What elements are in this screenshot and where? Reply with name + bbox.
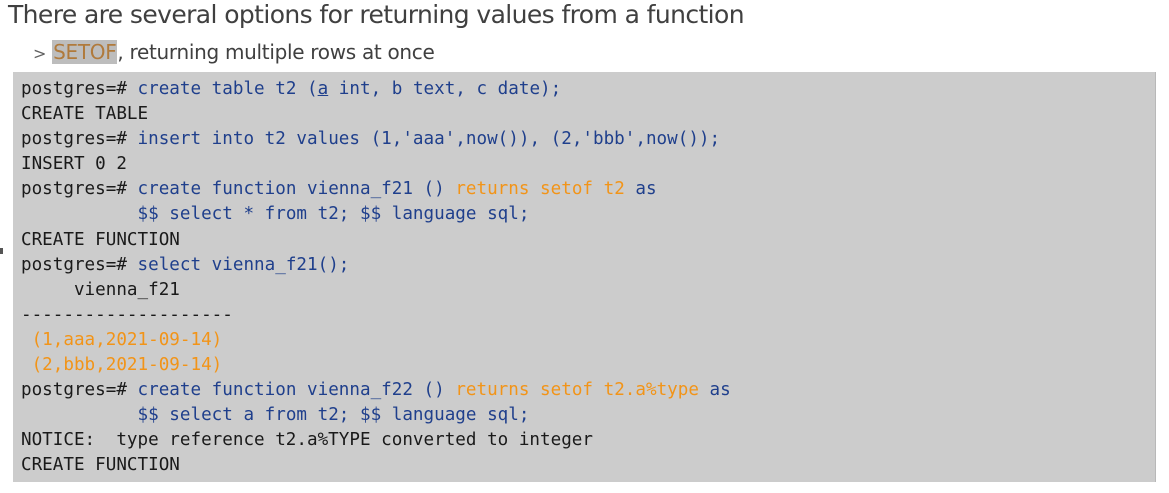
slide-title: There are several options for returning … [8,0,745,29]
code-token: -------------------- [21,304,233,325]
code-token [21,204,138,224]
code-token [21,405,138,425]
code-token: select vienna_f21(); [137,254,350,275]
bullet-item: > SETOF, returning multiple rows at once [33,40,435,64]
code-line: postgres=# insert into t2 values (1,'aaa… [21,127,1155,152]
code-line: CREATE FUNCTION [21,228,1155,253]
code-token: postgres=# [21,129,138,150]
code-line: postgres=# create function vienna_f22 ()… [21,378,1155,403]
code-token: as [698,380,731,401]
code-token: (2,bbb,2021-09-14) [21,355,223,376]
code-token: insert into t2 values (1,'aaa',now()), (… [137,129,721,150]
code-line: $$ select a from t2; $$ language sql; [21,403,1155,428]
code-token: CREATE TABLE [21,104,149,125]
code-line: postgres=# create function vienna_f21 ()… [21,177,1155,202]
bullet-text: , returning multiple rows at once [117,40,435,64]
code-line: $$ select * from t2; $$ language sql; [21,202,1155,227]
code-token: $$ select a from t2; $$ language sql; [137,405,530,426]
code-token: CREATE FUNCTION [21,229,180,250]
code-line: postgres=# create table t2 (a int, b tex… [21,77,1155,102]
code-line: NOTICE: type reference t2.a%TYPE convert… [21,428,1155,453]
code-token: (1,aaa,2021-09-14) [21,329,223,350]
bullet-marker: > [33,44,47,63]
code-token: a [317,79,329,99]
code-token: create table t2 ( [137,79,318,99]
code-token: CREATE FUNCTION [21,455,180,476]
code-token: postgres=# [21,179,138,200]
code-token: create function vienna_f21 () [137,179,456,200]
code-token: $$ select * from t2; $$ language sql; [137,204,530,225]
code-line: CREATE TABLE [21,102,1155,127]
code-line: CREATE FUNCTION [21,453,1155,478]
code-line: -------------------- [21,303,1155,328]
code-token: postgres=# [21,79,138,99]
code-token: postgres=# [21,254,138,275]
code-token: create function vienna_f22 () [137,380,456,401]
code-token: int, b text, c date); [328,79,562,99]
setof-highlight: SETOF [52,40,118,64]
code-token: INSERT 0 2 [21,154,127,175]
code-token: as [624,179,657,200]
code-block: postgres=# create table t2 (a int, b tex… [13,72,1156,482]
code-token: NOTICE: type reference t2.a%TYPE convert… [21,430,593,451]
code-token: vienna_f21 [21,279,180,300]
code-line: postgres=# select vienna_f21(); [21,253,1155,278]
code-token: returns setof t2.a%type [455,380,699,401]
code-token: postgres=# [21,380,138,401]
code-line: INSERT 0 2 [21,152,1155,177]
code-token: returns setof t2 [455,179,625,200]
side-marker [0,248,3,254]
code-line: vienna_f21 [21,278,1155,303]
code-line: (2,bbb,2021-09-14) [21,353,1155,378]
code-line: (1,aaa,2021-09-14) [21,328,1155,353]
